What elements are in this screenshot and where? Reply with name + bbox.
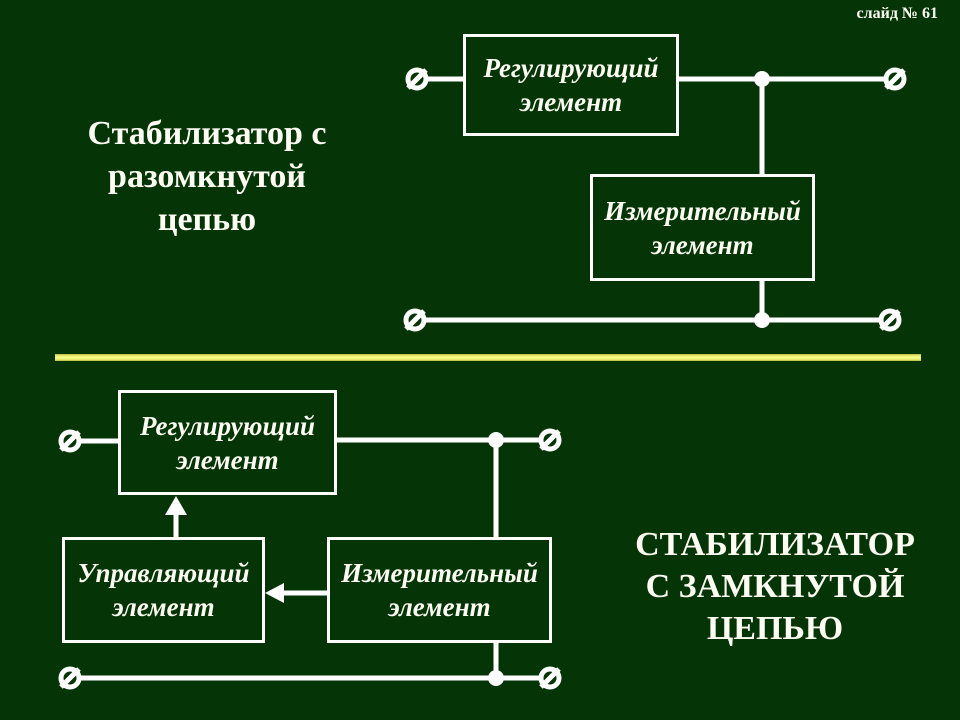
terminal-icon xyxy=(538,666,562,690)
open-loop-regulating-element-box: Регулирующий элемент xyxy=(463,34,679,136)
terminal-icon xyxy=(403,308,427,332)
box-label-line: Регулирующий xyxy=(483,53,659,83)
left-arrow-icon xyxy=(265,583,330,603)
title-line: Стабилизатор с xyxy=(87,115,327,152)
junction-dot-icon xyxy=(488,432,504,448)
terminal-icon xyxy=(405,67,429,91)
terminal-icon xyxy=(538,428,562,452)
box-label-line: элемент xyxy=(651,229,754,260)
closed-loop-regulating-element-box: Регулирующий элемент xyxy=(118,390,337,495)
junction-dot-icon xyxy=(488,670,504,686)
title-line: С ЗАМКНУТОЙ xyxy=(645,568,905,605)
box-label-line: Измерительный xyxy=(604,195,801,226)
closed-loop-wires xyxy=(58,428,562,690)
terminal-icon xyxy=(883,67,907,91)
up-arrow-icon xyxy=(165,496,187,540)
box-label-line: элемент xyxy=(519,87,623,117)
slide-number: слайд № 61 xyxy=(856,5,938,22)
box-label-line: элемент xyxy=(388,592,491,622)
closed-loop-control-element-box: Управляющий элемент xyxy=(62,537,265,643)
box-label-line: Измерительный xyxy=(341,558,538,588)
title-line: разомкнутой xyxy=(108,158,306,195)
terminal-icon xyxy=(58,429,82,453)
title-line: СТАБИЛИЗАТОР xyxy=(635,526,915,563)
box-label-line: элемент xyxy=(112,592,215,622)
closed-loop-measuring-element-box: Измерительный элемент xyxy=(327,537,552,643)
open-loop-measuring-element-box: Измерительный элемент xyxy=(590,174,815,281)
junction-dot-icon xyxy=(754,312,770,328)
closed-loop-title: СТАБИЛИЗАТОР С ЗАМКНУТОЙ ЦЕПЬЮ xyxy=(610,524,940,650)
box-label-line: элемент xyxy=(176,444,279,475)
junction-dot-icon xyxy=(754,71,770,87)
title-line: цепью xyxy=(157,201,257,238)
terminal-icon xyxy=(58,666,82,690)
open-loop-title: Стабилизатор с разомкнутой цепью xyxy=(57,112,357,241)
terminal-icon xyxy=(878,308,902,332)
section-divider-line xyxy=(55,354,921,361)
title-line: ЦЕПЬЮ xyxy=(706,610,844,647)
box-label-line: Регулирующий xyxy=(140,410,315,441)
box-label-line: Управляющий xyxy=(77,558,250,588)
